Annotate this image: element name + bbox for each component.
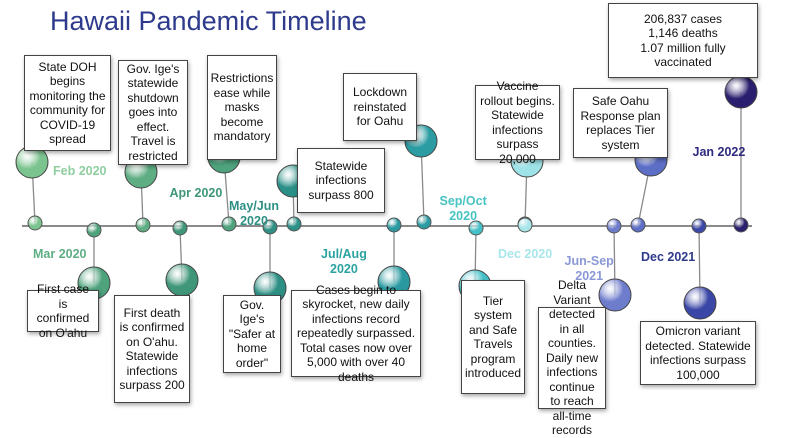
event-circle: [683, 286, 717, 320]
event-description: 206,837 cases 1,146 deaths 1.07 million …: [608, 3, 758, 78]
timeline-dot: [135, 217, 151, 233]
timeline-dot: [27, 215, 43, 231]
event-date: Jul/Aug 2020: [321, 247, 367, 276]
event-circle: [165, 263, 199, 297]
timeline-dot: [606, 218, 622, 234]
event-date: May/Jun 2020: [229, 199, 280, 228]
timeline-stage: Hawaii Pandemic Timeline State DOH begin…: [15, 3, 758, 437]
event-description: Tier system and Safe Travels program int…: [461, 280, 525, 394]
event-description: Safe Oahu Response plan replaces Tier sy…: [573, 88, 668, 158]
event-description: Gov. Ige's "Safer at home order": [223, 295, 281, 373]
event-description: Gov. Ige's statewide shutdown goes into …: [118, 60, 188, 165]
event-description: Lockdown reinstated for Oahu: [343, 73, 417, 141]
event-date: Dec 2021: [641, 250, 696, 264]
timeline-dot: [630, 217, 646, 233]
event-date: Jun-Sep 2021: [564, 254, 614, 283]
event-date: Mar 2020: [33, 247, 87, 261]
event-description: Delta Variant detected in all counties. …: [538, 278, 606, 437]
event-circle: [724, 75, 758, 109]
event-description: First death is confirmed on O'ahu. State…: [114, 295, 190, 403]
event-description: First case is confirmed on O'ahu: [27, 282, 99, 340]
event-date: Dec 2020: [498, 247, 553, 261]
event-description: Vaccine rollout begins. Statewide infect…: [475, 79, 560, 166]
timeline-dot: [262, 219, 278, 235]
event-description: State DOH begins monitoring the communit…: [24, 55, 111, 151]
timeline-dot: [86, 222, 102, 238]
event-date: Feb 2020: [53, 164, 107, 178]
event-date: Sep/Oct 2020: [439, 194, 487, 223]
timeline-dot: [386, 217, 402, 233]
timeline-dot: [691, 218, 707, 234]
event-description: Omicron variant detected. Statewide infe…: [640, 321, 756, 385]
timeline-dot: [416, 214, 432, 230]
event-description: Restrictions ease while masks become man…: [207, 55, 277, 160]
timeline-dot: [286, 216, 302, 232]
timeline-dot: [733, 217, 749, 233]
timeline-dot: [221, 216, 237, 232]
event-date: Jan 2022: [692, 145, 746, 159]
event-circle: [598, 278, 632, 312]
timeline-dot: [172, 220, 188, 236]
timeline-dot: [517, 217, 533, 233]
event-description: Statewide infections surpass 800: [297, 148, 385, 213]
timeline-dot: [468, 220, 484, 236]
page-title: Hawaii Pandemic Timeline: [50, 6, 367, 36]
event-date: Apr 2020: [169, 186, 223, 200]
event-description: Cases begin to skyrocket, new daily infe…: [291, 283, 421, 384]
